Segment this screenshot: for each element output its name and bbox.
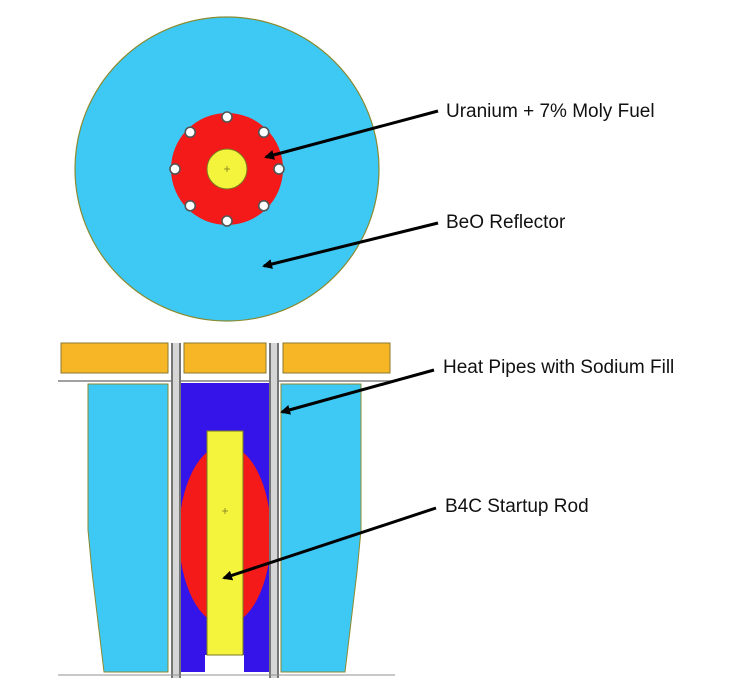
center-mark bbox=[224, 166, 230, 172]
reflector-right bbox=[280, 383, 362, 673]
startup-rod-label: B4C Startup Rod bbox=[445, 496, 589, 517]
heat-pipe-right bbox=[269, 343, 279, 678]
heat-pipe-left bbox=[171, 343, 181, 678]
reflector-left bbox=[87, 383, 169, 673]
top-plate-left bbox=[60, 342, 169, 374]
heat-pipe bbox=[169, 163, 181, 175]
heat-pipe bbox=[221, 111, 233, 123]
fuel-arrow bbox=[264, 109, 439, 160]
heat-pipe-ring bbox=[169, 111, 285, 227]
top-plate-right bbox=[282, 342, 391, 374]
heat-pipe bbox=[184, 126, 197, 139]
startup-rod bbox=[206, 430, 244, 656]
callout-arrows bbox=[222, 109, 439, 581]
side-view bbox=[58, 342, 395, 678]
heat-pipes-label: Heat Pipes with Sodium Fill bbox=[443, 357, 674, 378]
startup-rod-arrow bbox=[222, 506, 437, 581]
top-view bbox=[74, 16, 380, 322]
fuel-label: Uranium + 7% Moly Fuel bbox=[446, 101, 655, 122]
heat-pipe bbox=[184, 199, 197, 212]
rod-center-mark bbox=[222, 508, 228, 514]
heat-pipe bbox=[257, 199, 270, 212]
rod-gap bbox=[205, 655, 244, 672]
reflector-label: BeO Reflector bbox=[446, 212, 566, 233]
heat-pipe bbox=[257, 126, 270, 139]
heat-pipe bbox=[273, 163, 285, 175]
heat-pipe bbox=[221, 215, 233, 227]
top-plate-center bbox=[183, 342, 267, 374]
heat-pipes-arrow bbox=[280, 368, 435, 415]
reflector-arrow bbox=[262, 221, 439, 269]
